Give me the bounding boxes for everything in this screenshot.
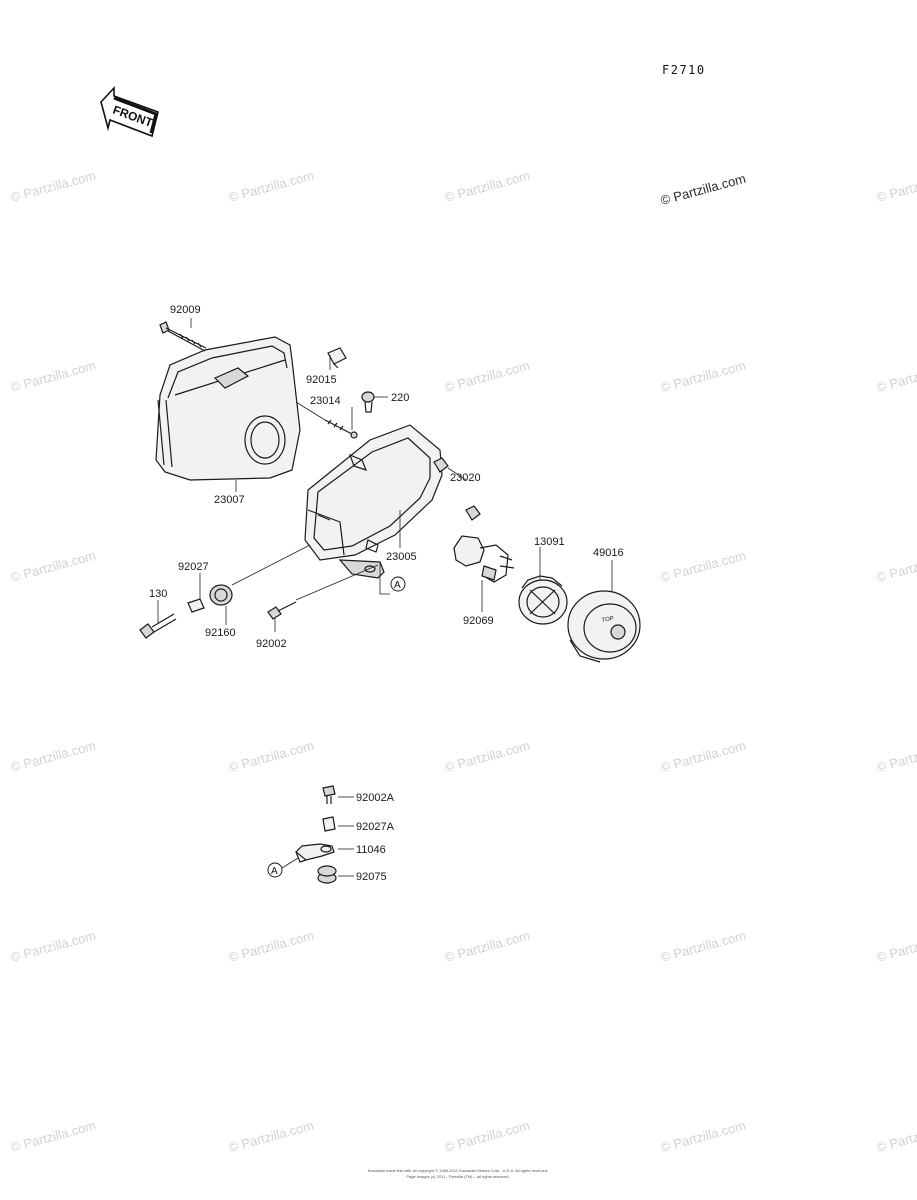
part-label: 23005 [386,551,417,563]
footer: Kawasaki made this with all copyright © … [368,1168,549,1179]
watermark: © Partzilla.com [443,358,532,395]
watermark: © Partzilla.com [227,1118,316,1155]
watermark: © Partzilla.com [443,738,532,775]
reference-label: A [271,866,278,877]
watermark: © Partzilla.com [659,358,748,395]
watermark: © Partzilla.com [875,168,917,205]
svg-text:TOP: TOP [601,616,614,624]
watermark: © Partzilla.com [9,548,98,585]
watermark: © Partzilla.com [875,738,917,775]
watermark: © Partzilla.com [227,928,316,965]
part-label: 13091 [534,536,565,548]
lower-subassembly: 92002A 92027A 11046 92075 A [267,785,395,884]
part-label: 92027A [356,821,395,833]
figure-code: F2710 [662,63,706,77]
part-label: 11046 [356,844,386,856]
watermark-main: © Partzilla.com [659,171,748,208]
watermark: © Partzilla.com [9,928,98,965]
clip-92015 [327,347,347,369]
part-label: 92009 [170,304,201,316]
watermark: © Partzilla.com [9,358,98,395]
watermark: © Partzilla.com [659,1118,748,1155]
watermark: © Partzilla.com [227,738,316,775]
headlight-frame [304,424,443,579]
leader-lines [157,318,613,632]
footer-line-1: Kawasaki made this with all copyright © … [368,1168,549,1173]
part-labels: 92009 92015 220 23014 23020 23007 23005 … [149,304,624,650]
grommet-92160 [209,584,233,606]
reference-label: A [394,580,401,591]
adjust-screw-23014 [324,419,358,439]
part-label: 130 [149,588,167,600]
watermark: © Partzilla.com [443,1118,532,1155]
part-label: 23014 [310,395,341,407]
part-label: 92015 [306,374,337,386]
bolt-130 [139,613,177,639]
part-label: 23007 [214,494,245,506]
bolt-220 [361,391,375,413]
watermark: © Partzilla.com [875,928,917,965]
watermark: © Partzilla.com [659,738,748,775]
part-label: 49016 [593,547,624,559]
part-label: 92160 [205,627,236,639]
watermark: © Partzilla.com [875,1118,917,1155]
watermark: © Partzilla.com [227,168,316,205]
part-label: 92002 [256,638,287,650]
watermark: © Partzilla.com [875,358,917,395]
watermark: © Partzilla.com [9,168,98,205]
watermark: © Partzilla.com [659,548,748,585]
collar-92027 [187,598,205,613]
part-label: 220 [391,392,409,404]
watermark: © Partzilla.com [9,738,98,775]
part-label: 92027 [178,561,209,573]
watermark-layer: © Partzilla.com © Partzilla.com © Partzi… [9,168,917,1155]
watermark: © Partzilla.com [443,168,532,205]
part-label: 92002A [356,792,395,804]
front-arrow-icon: FRONT [100,85,159,138]
watermark: © Partzilla.com [9,1118,98,1155]
footer-line-2: Page images (c) 2011 - Partzilla (TM) – … [406,1174,509,1179]
watermark: © Partzilla.com [659,928,748,965]
dust-cover-49016: TOP [567,590,641,663]
screw-92002 [267,601,297,620]
part-label: 92075 [356,871,387,883]
watermark: © Partzilla.com [443,928,532,965]
watermark: © Partzilla.com [875,548,917,585]
part-label: 92069 [463,615,494,627]
socket-13091 [518,575,568,625]
headlight-housing [155,336,301,481]
bulb-92069 [453,535,515,583]
nut-23020 [433,457,481,521]
part-label: 23020 [450,472,481,484]
reference-marker-a: A [390,576,406,592]
screw-92009 [159,321,207,352]
